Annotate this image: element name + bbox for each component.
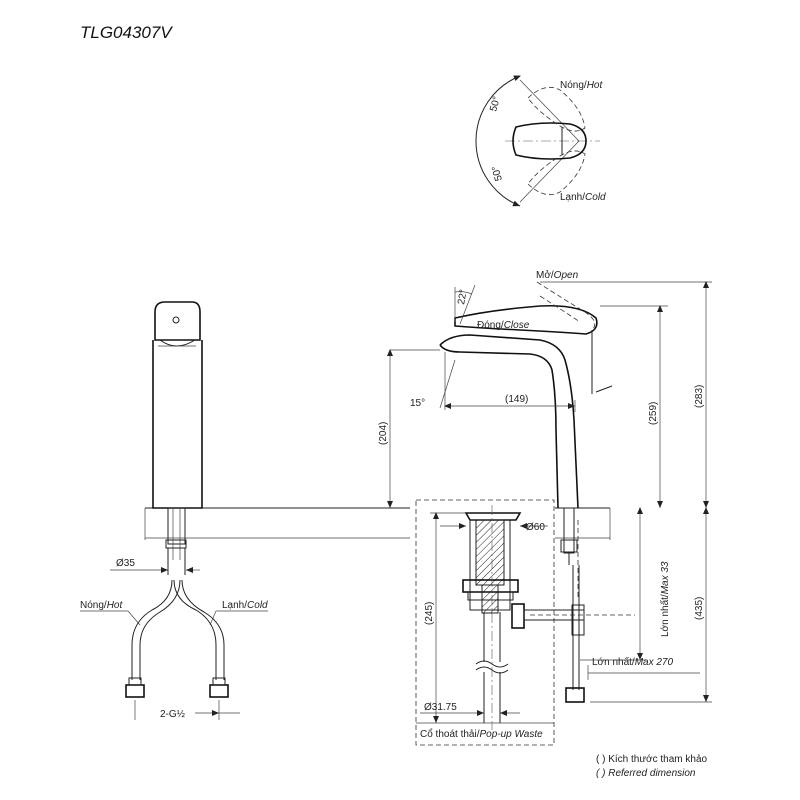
dim-ø60-label: Ø60 bbox=[526, 522, 545, 533]
dim-283-label: (283) bbox=[694, 385, 705, 408]
dim-ø31-label: Ø31.75 bbox=[424, 702, 457, 713]
close-label: Đóng/Close bbox=[477, 320, 530, 331]
handle-top-view: Nóng/Hot Lạnh/Cold 50° 50° bbox=[475, 75, 606, 207]
legend-line-en: ( ) Referred dimension bbox=[596, 768, 696, 779]
cold-label-top: Lạnh/Cold bbox=[560, 192, 606, 203]
angle-22-label: 22° bbox=[456, 289, 469, 306]
max270-label: Lớn nhất/Max 270 bbox=[592, 656, 673, 668]
popup-waste: Ø60 (245) Ø31.75 Cổ thoát thải/Pop-up Wa… bbox=[415, 499, 635, 746]
legend: ( ) Kích thước tham khảo ( ) Referred di… bbox=[596, 754, 708, 779]
dim-435-label: (435) bbox=[694, 597, 705, 620]
dim-245-label: (245) bbox=[424, 602, 435, 625]
angle-top-label: 50° bbox=[488, 95, 503, 112]
diameter-35-label: Ø35 bbox=[116, 558, 135, 569]
open-label: Mở/Open bbox=[536, 269, 579, 281]
hot-label-front: Nóng/Hot bbox=[80, 600, 123, 611]
side-view: 22° Mở/Open Đóng/Close 15° (149) (204) (… bbox=[378, 269, 712, 703]
dim-149-label: (149) bbox=[505, 394, 528, 405]
dim-204-label: (204) bbox=[378, 422, 389, 445]
angle-bottom-label: 50° bbox=[490, 165, 505, 182]
legend-line-vi: ( ) Kích thước tham khảo bbox=[596, 754, 708, 765]
hot-label-top: Nóng/Hot bbox=[560, 80, 603, 91]
dim-259-label: (259) bbox=[648, 402, 659, 425]
front-view: Ø35 Nóng/Hot Lạnh/Cold 2-G½ bbox=[80, 301, 268, 720]
cold-label-front: Lạnh/Cold bbox=[222, 600, 268, 611]
thread-label: 2-G½ bbox=[160, 709, 186, 720]
angle-15-label: 15° bbox=[410, 398, 425, 409]
max33-label: Lớn nhất/Max 33 bbox=[659, 561, 671, 637]
popup-waste-label: Cổ thoát thải/Pop-up Waste bbox=[420, 728, 543, 740]
model-title: TLG04307V bbox=[80, 23, 173, 42]
